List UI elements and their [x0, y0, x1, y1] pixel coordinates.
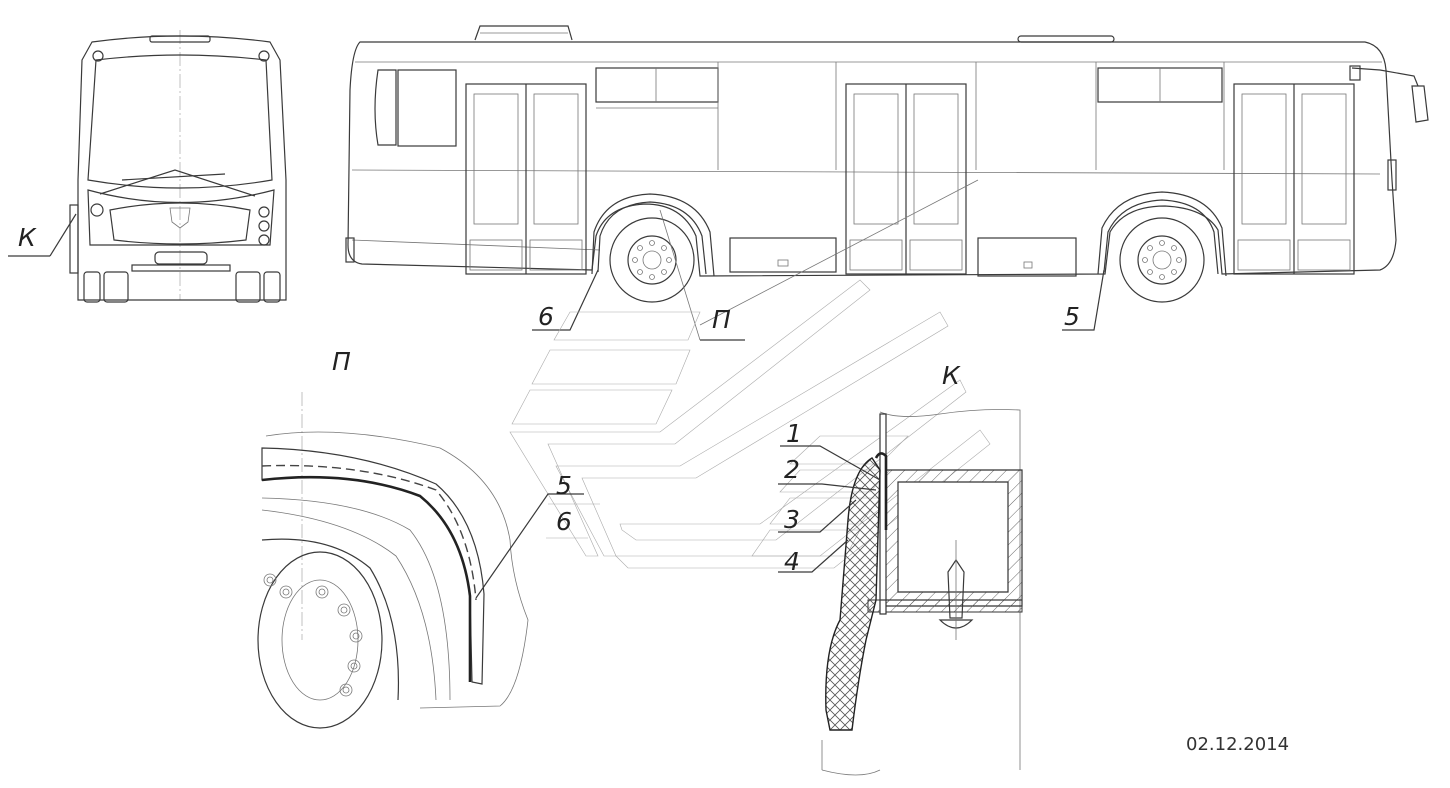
detail-P-callout-6: 6	[556, 507, 572, 536]
drawing-date: 02.12.2014	[1186, 734, 1289, 755]
detail-P-title: П	[332, 347, 351, 376]
detail-K-title: К	[942, 361, 961, 390]
side-callout-P: П	[712, 305, 731, 334]
detail-K-callout-1: 1	[786, 419, 802, 448]
detail-K	[778, 409, 1023, 776]
detail-K-callout-3: 3	[784, 505, 800, 534]
detail-K-callout-4: 4	[784, 547, 800, 576]
detail-P-callout-5: 5	[556, 471, 572, 500]
detail-K-callout-2: 2	[784, 455, 800, 484]
door-3	[1233, 83, 1355, 275]
side-callout-6: 6	[538, 302, 554, 331]
door-1	[465, 83, 587, 275]
side-callout-5: 5	[1064, 302, 1080, 331]
front-view-callout-K: К	[18, 223, 37, 252]
door-2	[845, 83, 967, 275]
bus-front-view	[8, 30, 287, 303]
detail-P	[257, 392, 584, 729]
rear-wheel	[609, 217, 695, 303]
bus-side-view	[345, 25, 1429, 341]
front-wheel	[1119, 217, 1205, 303]
